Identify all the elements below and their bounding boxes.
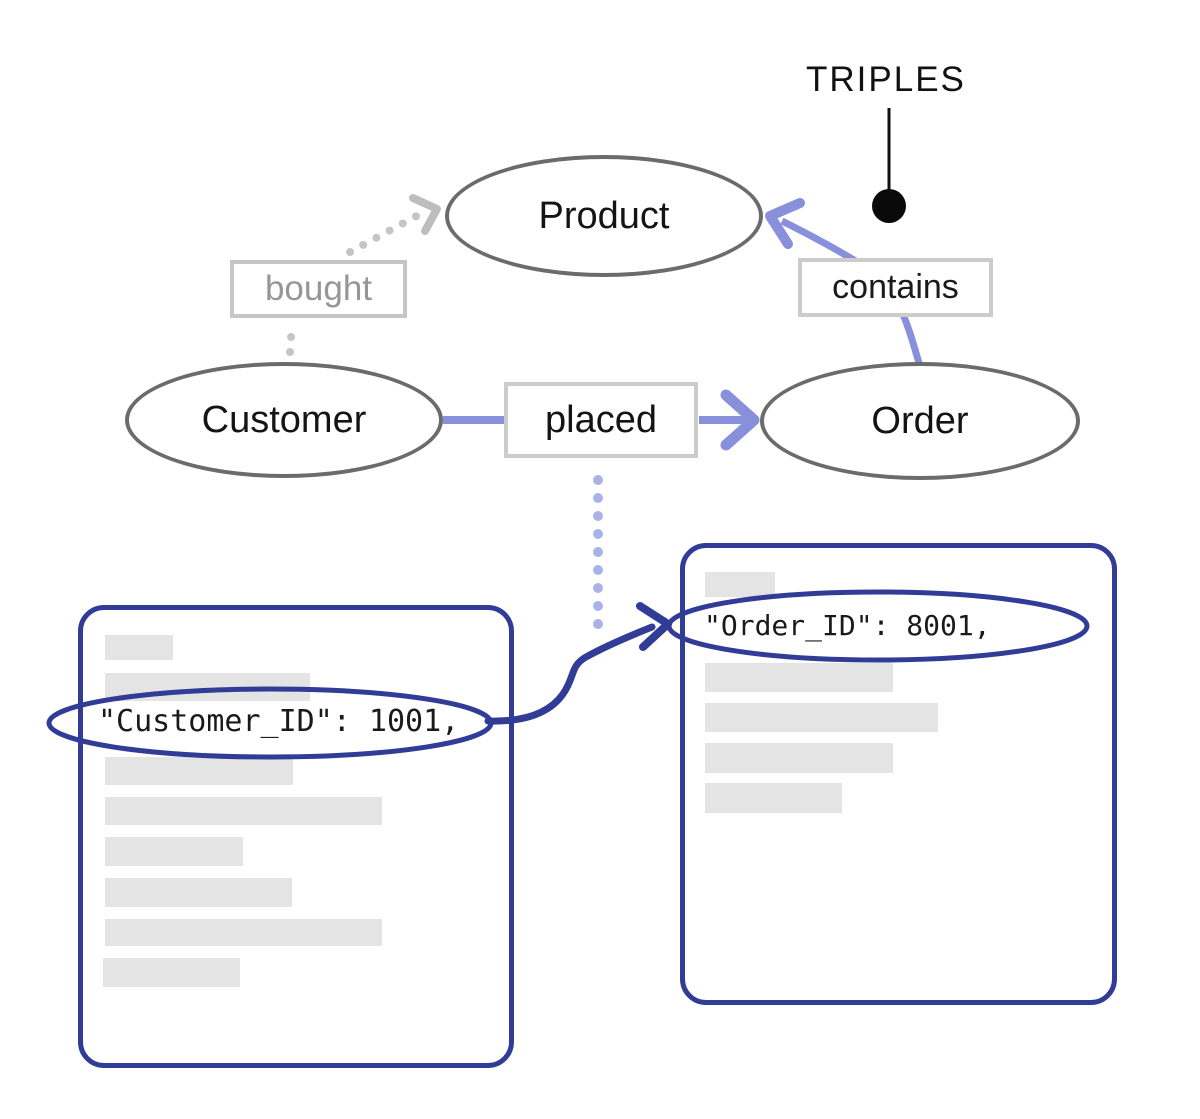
node-customer-label: Customer — [201, 398, 367, 441]
node-order: Order — [760, 362, 1080, 480]
edge-label-bought-text: bought — [264, 269, 373, 308]
triples-label: TRIPLES — [806, 60, 966, 99]
customer-document — [78, 605, 514, 1068]
triples-pointer — [872, 108, 906, 223]
skeleton-line — [105, 837, 243, 866]
skeleton-line — [103, 958, 240, 987]
node-customer: Customer — [125, 362, 443, 478]
node-order-label: Order — [871, 399, 969, 442]
skeleton-line — [105, 878, 292, 907]
node-product: Product — [445, 155, 763, 277]
edge-arrow-placed-order — [699, 389, 760, 451]
skeleton-line — [705, 663, 893, 692]
customer-id-text: "Customer_ID": 1001, — [98, 704, 460, 739]
skeleton-line — [705, 743, 893, 773]
skeleton-line — [105, 757, 293, 785]
skeleton-line — [105, 797, 382, 825]
arrowhead-icon — [720, 389, 760, 451]
skeleton-line — [105, 635, 173, 660]
edge-label-bought: bought — [230, 260, 407, 318]
order-id-text: "Order_ID": 8001, — [704, 609, 991, 642]
arrowhead-icon — [409, 194, 441, 235]
node-product-label: Product — [538, 194, 670, 237]
skeleton-line — [705, 783, 842, 813]
skeleton-line — [705, 572, 775, 597]
id-link-arrow — [484, 602, 672, 725]
edge-label-placed: placed — [504, 382, 698, 458]
arrowhead-icon — [636, 602, 672, 651]
edge-label-placed-text: placed — [545, 398, 657, 441]
arrowhead-icon — [765, 198, 805, 249]
edge-label-contains-text: contains — [832, 268, 959, 306]
triples-dot-icon — [872, 189, 906, 223]
skeleton-line — [705, 703, 938, 732]
edge-label-contains: contains — [798, 258, 993, 317]
skeleton-line — [105, 673, 310, 701]
skeleton-line — [105, 919, 382, 946]
